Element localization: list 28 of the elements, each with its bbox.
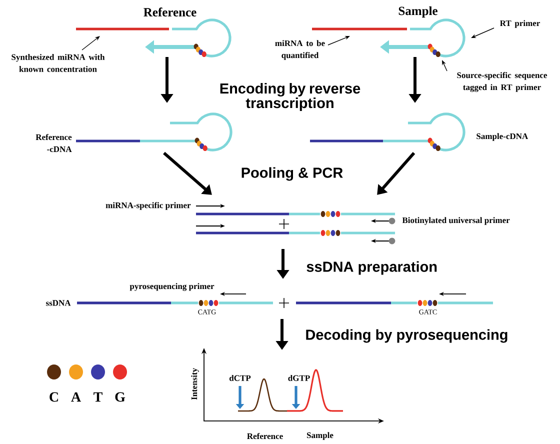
process-arrow	[163, 152, 212, 195]
axis-label: Sample	[307, 432, 334, 440]
step-title: ssDNA preparation	[306, 261, 437, 275]
primer-label: pyrosequencing primer	[130, 283, 214, 291]
peak-label: dCTP	[229, 375, 251, 381]
column-heading: Sample	[398, 6, 438, 18]
strand-label: Reference -cDNA	[36, 134, 72, 152]
peak-label: dGTP	[288, 375, 310, 381]
step-title: Pooling & PCR	[242, 167, 343, 181]
callout-text: Synthesized miRNA with known concentration	[12, 54, 105, 72]
legend-letter: G	[115, 392, 126, 402]
axis-label: Intensity	[191, 368, 199, 400]
step-title: Encoding by reverse transcription	[220, 82, 360, 112]
leader-line	[82, 36, 100, 50]
primer-label: miRNA-specific primer	[106, 202, 191, 210]
strand-label: ssDNA	[46, 300, 71, 306]
axis-label: Reference	[247, 432, 283, 440]
step-title: Decoding by pyrosequencing	[306, 329, 508, 343]
callout-text: Source-specific sequence tagged in RT primer	[457, 72, 548, 92]
strand-label: Sample-cDNA	[476, 133, 528, 141]
process-arrow	[377, 152, 416, 195]
legend-letter: T	[94, 392, 102, 402]
callout-text: RT primer	[500, 20, 540, 28]
legend-letter: A	[71, 392, 81, 402]
callout-text: miRNA to be quantified	[275, 40, 325, 60]
primer-label: Biotinylated universal primer	[402, 217, 510, 225]
legend-letter: C	[50, 392, 58, 402]
column-heading: Reference	[144, 8, 196, 16]
